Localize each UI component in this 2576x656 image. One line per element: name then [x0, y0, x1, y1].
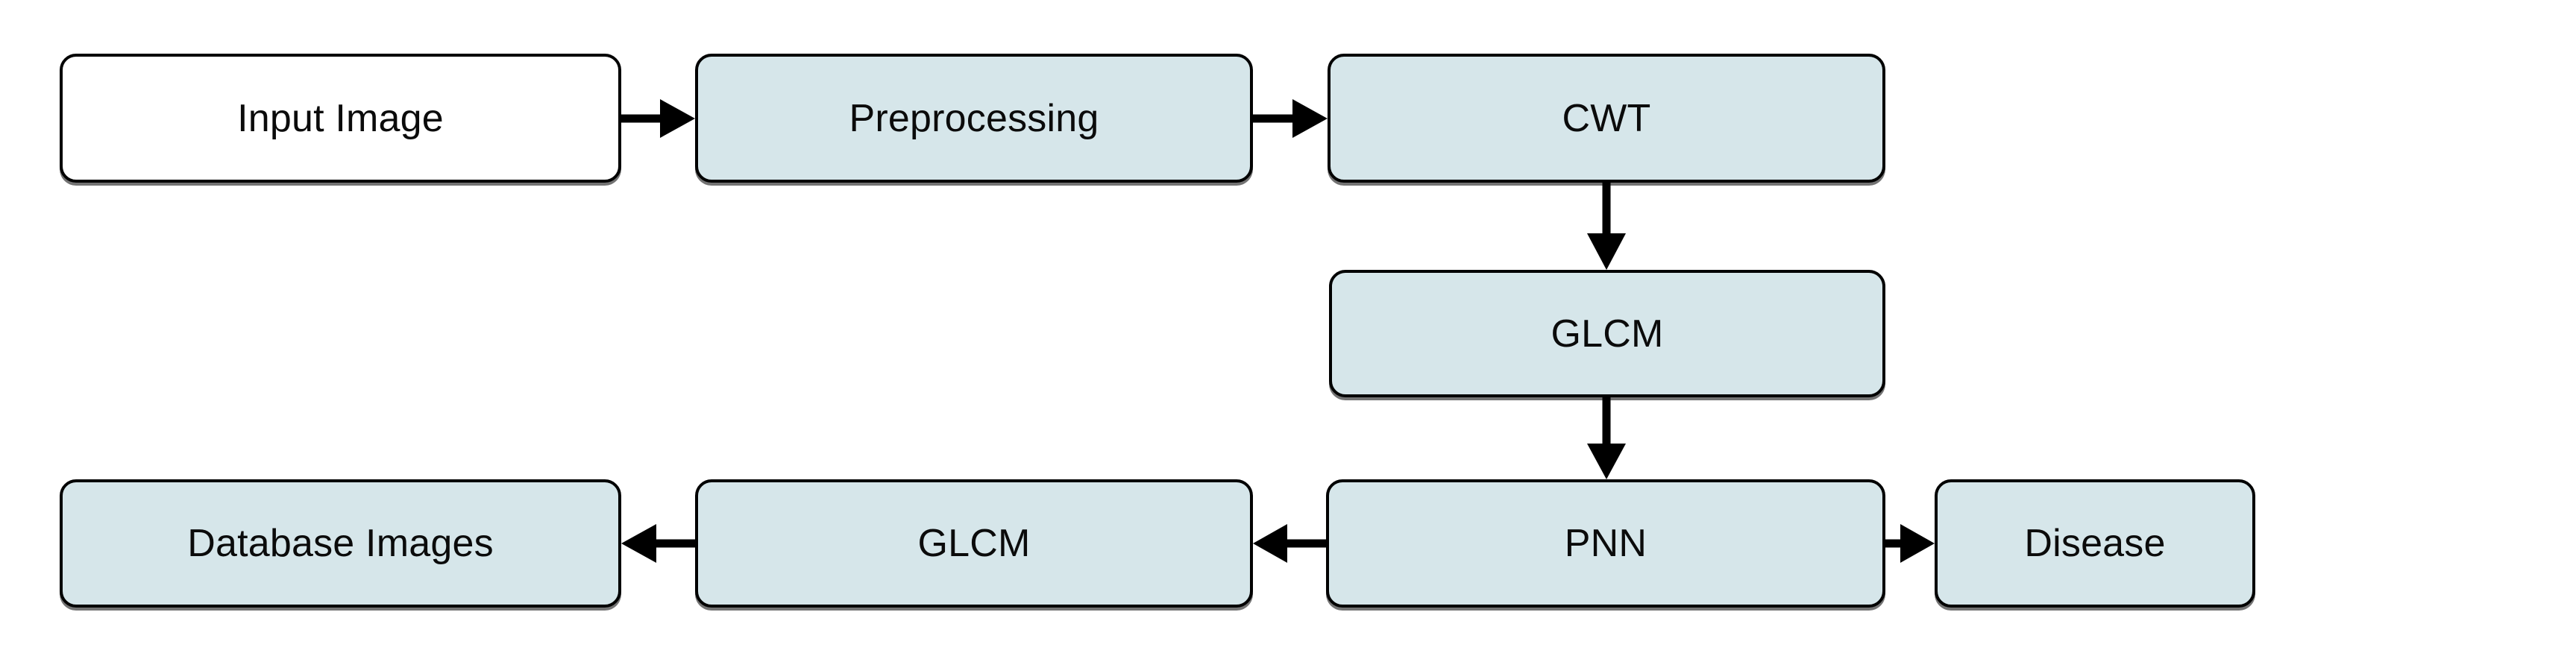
node-cwt[interactable]: CWT — [1328, 54, 1885, 183]
edge-pnn-to-glcm-bottom — [1253, 524, 1326, 563]
edge-preprocessing-to-cwt — [1253, 99, 1328, 138]
node-label-disease: Disease — [2024, 522, 2166, 565]
node-database-images[interactable]: Database Images — [60, 479, 621, 608]
edge-cwt-to-glcm — [1587, 183, 1626, 270]
node-disease[interactable]: Disease — [1935, 479, 2255, 608]
edge-pnn-to-disease — [1885, 524, 1935, 563]
node-glcm-middle[interactable]: GLCM — [1329, 270, 1885, 397]
node-pnn[interactable]: PNN — [1326, 479, 1885, 608]
node-preprocessing[interactable]: Preprocessing — [695, 54, 1253, 183]
edge-glcm-bottom-to-database-images — [621, 524, 695, 563]
node-input-image[interactable]: Input Image — [60, 54, 621, 183]
node-label-glcm-middle: GLCM — [1551, 312, 1664, 356]
node-label-database-images: Database Images — [187, 522, 494, 565]
node-label-pnn: PNN — [1564, 522, 1647, 565]
node-label-cwt: CWT — [1562, 96, 1651, 140]
edge-glcm-to-pnn — [1587, 397, 1626, 479]
node-label-preprocessing: Preprocessing — [849, 96, 1099, 140]
node-label-glcm-bottom: GLCM — [917, 522, 1031, 565]
edge-input-image-to-preprocessing — [621, 99, 695, 138]
node-glcm-bottom[interactable]: GLCM — [695, 479, 1253, 608]
node-label-input-image: Input Image — [237, 96, 444, 140]
